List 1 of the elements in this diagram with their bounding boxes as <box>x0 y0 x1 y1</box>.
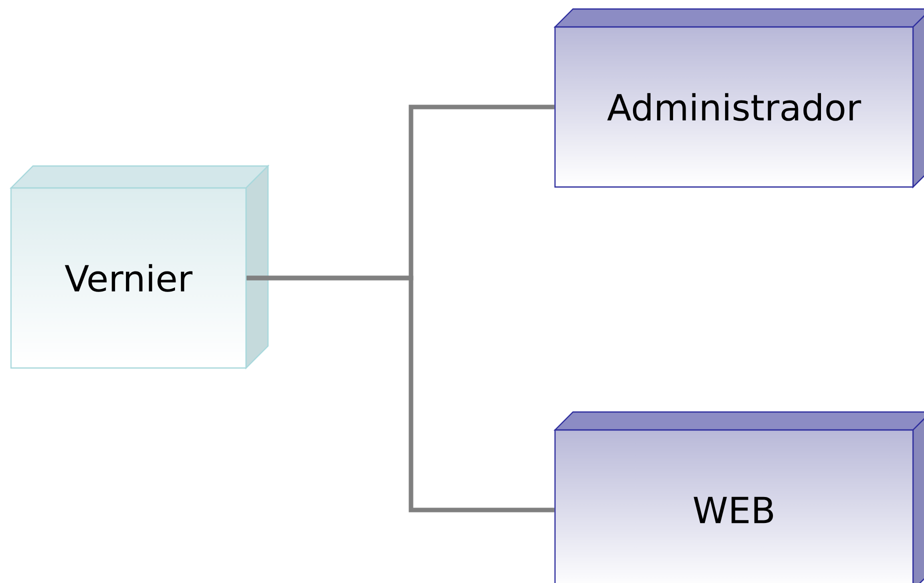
connector-line <box>246 276 554 512</box>
